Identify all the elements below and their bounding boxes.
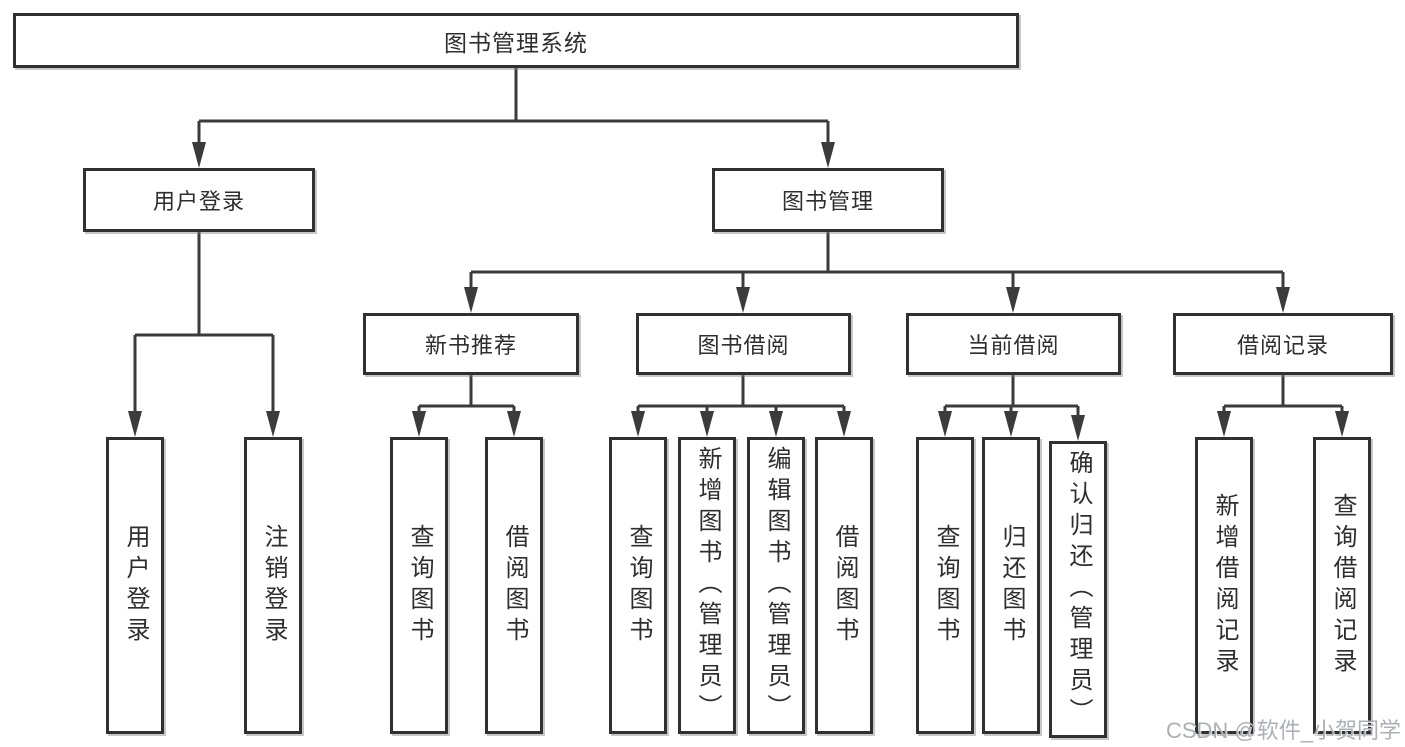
- arrow-icon: [128, 411, 142, 437]
- arrow-icon: [266, 411, 280, 437]
- arrow-icon: [412, 411, 426, 437]
- leaf-label: 借阅图书: [501, 523, 528, 648]
- arrow-icon: [1217, 411, 1231, 437]
- arrow-icon: [507, 411, 521, 437]
- arrow-icon: [700, 411, 714, 437]
- connector-new-book-to-leaves: [417, 375, 516, 415]
- leaf-label: 借阅图书: [831, 523, 858, 648]
- arrow-icon: [1006, 287, 1020, 313]
- connector-book-borrow-to-leaves: [636, 375, 846, 415]
- node-user-login: 用户登录: [83, 168, 315, 232]
- leaf-query-books-borrowing: 查询图书: [609, 437, 667, 734]
- node-current-borrowing: 当前借阅: [906, 313, 1121, 375]
- node-borrowing-records: 借阅记录: [1173, 313, 1393, 375]
- leaf-label: 查询图书: [625, 523, 652, 648]
- leaf-label: 用户登录: [122, 523, 149, 648]
- leaf-query-books-recommend: 查询图书: [390, 437, 448, 734]
- arrow-icon: [192, 142, 206, 168]
- node-library-management-system: 图书管理系统: [13, 13, 1019, 68]
- leaf-label: 归还图书: [998, 523, 1025, 648]
- arrow-icon: [464, 287, 478, 313]
- leaf-query-books-current: 查询图书: [916, 437, 974, 734]
- leaf-add-borrow-record: 新增借阅记录: [1195, 437, 1253, 734]
- connector-root-to-level2: [197, 68, 830, 146]
- leaf-user-login: 用户登录: [106, 437, 164, 734]
- arrow-icon: [631, 411, 645, 437]
- arrowheads: [128, 142, 1349, 441]
- node-book-management: 图书管理: [712, 168, 944, 232]
- arrow-icon: [938, 411, 952, 437]
- leaf-label: 查询借阅记录: [1329, 492, 1356, 679]
- leaf-label: 查询图书: [406, 523, 433, 648]
- leaf-borrow-books-recommend: 借阅图书: [485, 437, 543, 734]
- arrow-icon: [837, 411, 851, 437]
- connector-book-management-to-level3: [469, 232, 1285, 291]
- leaf-add-books-admin: 新增图书（管理员）: [678, 437, 736, 734]
- node-book-borrowing: 图书借阅: [636, 313, 851, 375]
- leaf-return-books: 归还图书: [982, 437, 1040, 734]
- connector-current-borrow-to-leaves: [943, 375, 1080, 419]
- leaf-borrow-books: 借阅图书: [815, 437, 873, 734]
- connector-borrow-records-to-leaves: [1222, 375, 1344, 415]
- leaf-label: 新增图书（管理员）: [694, 446, 721, 725]
- arrow-icon: [769, 411, 783, 437]
- leaf-label: 确认归还（管理员）: [1065, 450, 1092, 729]
- arrow-icon: [1276, 287, 1290, 313]
- node-new-book-recommendation: 新书推荐: [363, 313, 579, 375]
- arrow-icon: [736, 287, 750, 313]
- leaf-label: 查询图书: [932, 523, 959, 648]
- leaf-label: 编辑图书（管理员）: [763, 446, 790, 725]
- leaf-label: 注销登录: [260, 523, 287, 648]
- arrow-icon: [1335, 411, 1349, 437]
- connector-user-login-to-leaves: [133, 232, 275, 415]
- leaf-label: 新增借阅记录: [1211, 492, 1238, 679]
- arrow-icon: [1004, 411, 1018, 437]
- arrow-icon: [821, 142, 835, 168]
- csdn-watermark: CSDN @软件_小贺同学: [1165, 718, 1401, 743]
- leaf-logout: 注销登录: [244, 437, 302, 734]
- leaf-edit-books-admin: 编辑图书（管理员）: [747, 437, 805, 734]
- arrow-icon: [1071, 415, 1085, 441]
- leaf-confirm-return-admin: 确认归还（管理员）: [1049, 441, 1107, 738]
- leaf-query-borrow-record: 查询借阅记录: [1313, 437, 1371, 734]
